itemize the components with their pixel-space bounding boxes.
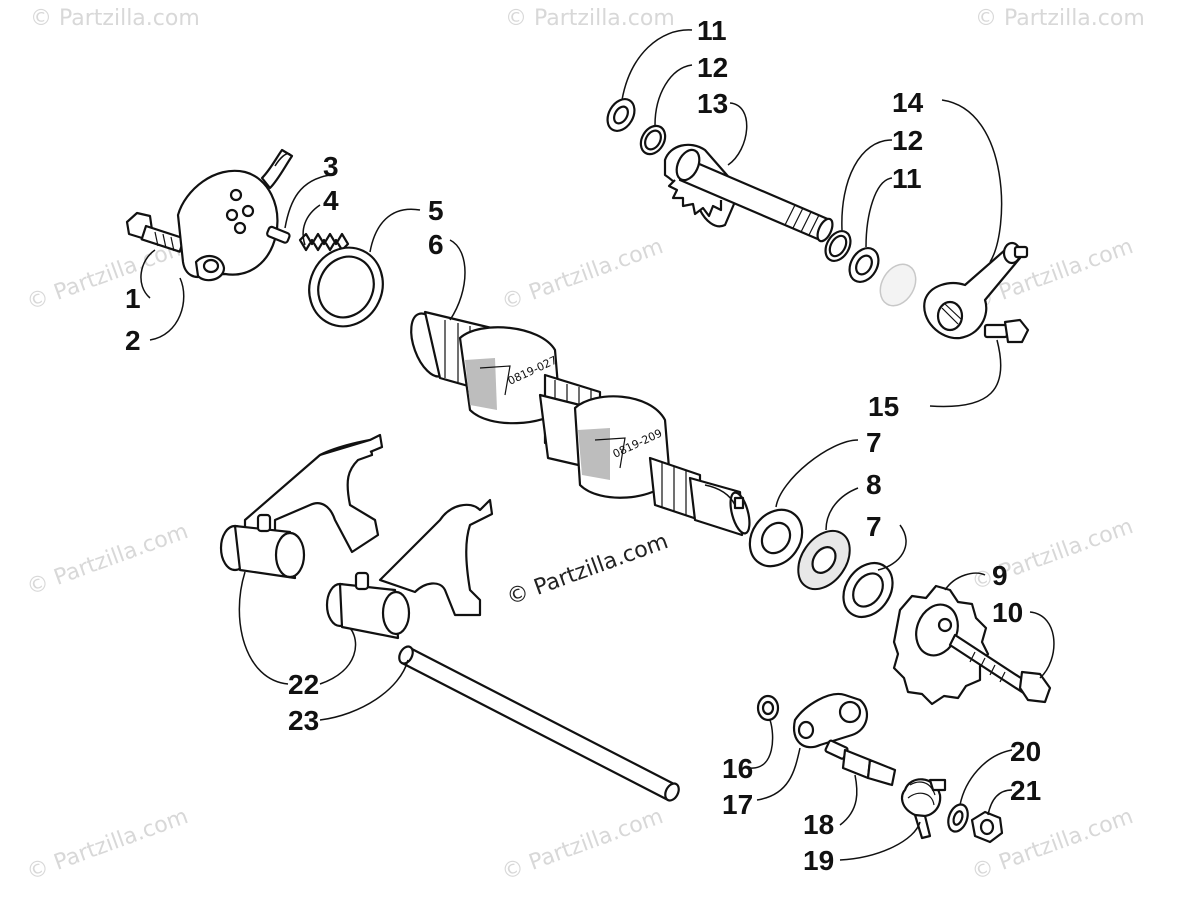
wave-washer [797,529,851,591]
stopper-washer [947,803,969,833]
callout-7: 7 [866,511,882,542]
watermark: © Partzilla.com [24,519,192,601]
callout-20: 20 [1010,736,1041,767]
callout-14: 14 [892,87,924,118]
callout-11: 11 [697,15,727,46]
detent-pin-and-spring [266,225,350,252]
shift-shaft-washer [606,98,636,132]
callout-18: 18 [803,809,834,840]
shift-fork [325,498,494,640]
callout-22: 22 [288,669,319,700]
callout-17: 17 [722,789,753,820]
leader-lines [140,29,1055,861]
shift-cam-star [892,584,990,706]
callout-23: 23 [288,705,319,736]
watermark: © Partzilla.com [30,6,200,31]
thrust-washer [308,246,384,328]
callout-1: 1 [125,283,141,314]
shift-fork [219,433,384,580]
stopper-lever [792,692,869,749]
shift-drum: 0819-027 0819-209 [410,310,751,537]
spacer-washer [842,562,894,618]
watermark: © Partzilla.com [499,234,667,316]
watermark: © Partzilla.com [505,6,675,31]
shift-arm [923,241,1029,340]
stopper-bolt [824,739,897,787]
stopper-washer [756,694,780,722]
callout-5: 5 [428,195,444,226]
gear-position-sensor [125,148,294,282]
callout-15: 15 [868,391,899,422]
callout-6: 6 [428,229,444,260]
callout-12: 12 [892,125,923,156]
shift-fork-rod [398,645,680,802]
callout-11: 11 [892,163,922,194]
cam-bolt [948,633,1052,704]
callout-8: 8 [866,469,882,500]
callout-21: 21 [1010,775,1041,806]
callout-4: 4 [323,185,339,216]
watermark: © Partzilla.com [24,804,192,886]
callout-9: 9 [992,560,1008,591]
callout-3: 3 [323,151,339,182]
callout-12: 12 [697,52,728,83]
callout-2: 2 [125,325,141,356]
shift-shaft [663,143,834,243]
watermark: © Partzilla.com [499,804,667,886]
callout-16: 16 [722,753,753,784]
callout-10: 10 [992,597,1023,628]
callout-labels: 1 2 3 4 5 6 7 7 8 9 10 11 11 12 12 13 14… [125,15,1041,876]
center-watermark: © Partzilla.com [504,529,672,611]
spacer-washer [748,508,804,568]
bearing-ghost [879,263,917,307]
shift-arm-bolt [983,318,1030,344]
callout-19: 19 [803,845,834,876]
watermark: © Partzilla.com [975,6,1145,31]
shift-shaft-washer [848,247,880,283]
shift-shaft-circlip [824,229,852,263]
callout-13: 13 [697,88,728,119]
shift-shaft-circlip [639,124,667,156]
callout-7: 7 [866,427,882,458]
stopper-spring [900,778,947,840]
stopper-nut [970,810,1004,844]
